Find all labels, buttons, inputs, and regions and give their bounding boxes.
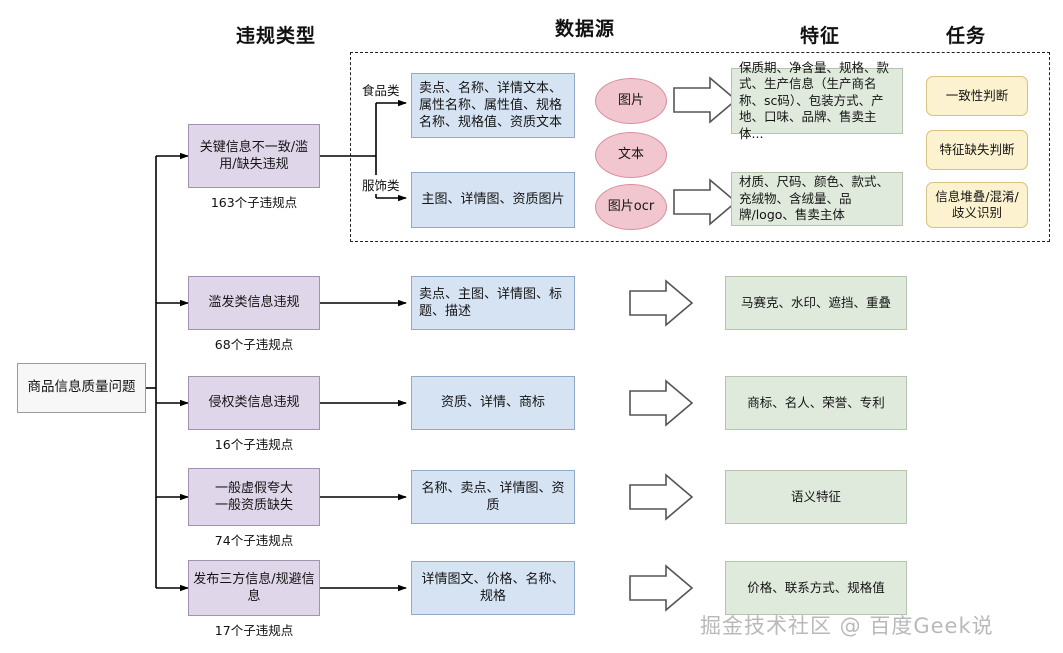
media-ellipse-image-ocr-label: 图片ocr [607,199,655,215]
column-heading-feature: 特征 [799,25,840,47]
block-arrow-5 [629,473,694,521]
feature-node-2-label: 材质、尺码、颜色、款式、充绒物、含绒量、品牌/logo、售卖主体 [739,174,890,223]
violation-node-2[interactable]: 滥发类信息违规 [188,276,320,330]
violation-node-2-label: 滥发类信息违规 [208,295,300,311]
block-arrow-3 [629,279,694,327]
feature-node-5-label: 语义特征 [790,488,841,504]
violation-subcount-5: 17个子违规点 [214,623,294,638]
block-arrow-4 [629,379,694,427]
task-node-missing-feature-label: 特征缺失判断 [939,141,1015,157]
source-node-5-label: 名称、卖点、详情图、资质 [421,480,565,513]
feature-node-6-label: 价格、联系方式、规格值 [747,579,885,595]
source-node-6-label: 详情图文、价格、名称、规格 [421,571,565,604]
task-node-consistency[interactable]: 一致性判断 [926,76,1028,116]
task-node-ambiguity-label: 信息堆叠/混淆/歧义识别 [935,188,1019,221]
violation-subcount-2: 68个子违规点 [214,337,294,352]
feature-node-3-label: 马赛克、水印、遮挡、重叠 [740,294,891,310]
block-arrow-6 [629,564,694,612]
feature-node-1-label: 保质期、净含量、规格、款式、生产信息（生产商名称、sc码）、包装方式、产地、口味… [739,59,890,141]
violation-node-4-label: 一般虚假夸大 一般资质缺失 [214,480,293,513]
violation-node-4[interactable]: 一般虚假夸大 一般资质缺失 [188,468,320,526]
violation-node-3[interactable]: 侵权类信息违规 [188,376,320,430]
media-ellipse-image[interactable]: 图片 [595,78,667,124]
edge-label-apparel: 服饰类 [361,175,401,194]
source-node-6[interactable]: 详情图文、价格、名称、规格 [411,561,575,615]
watermark-text: 掘金技术社区 @ 百度Geek说 [700,614,994,638]
violation-node-5-label: 发布三方信息/规避信息 [193,571,315,604]
source-node-5[interactable]: 名称、卖点、详情图、资质 [411,470,575,524]
feature-node-4[interactable]: 商标、名人、荣誉、专利 [725,376,907,430]
violation-subcount-4: 74个子违规点 [214,533,294,548]
edge-label-food: 食品类 [361,80,401,99]
source-node-2-label: 主图、详情图、资质图片 [421,192,565,208]
feature-node-3[interactable]: 马赛克、水印、遮挡、重叠 [725,276,907,330]
task-node-consistency-label: 一致性判断 [945,87,1009,103]
feature-node-4-label: 商标、名人、荣誉、专利 [747,394,885,410]
violation-subcount-3: 16个子违规点 [214,437,294,452]
media-ellipse-text-label: 文本 [617,147,644,163]
feature-node-1[interactable]: 保质期、净含量、规格、款式、生产信息（生产商名称、sc码）、包装方式、产地、口味… [731,60,903,141]
violation-node-1[interactable]: 关键信息不一致/滥用/缺失违规 [188,124,320,188]
column-heading-data-source: 数据源 [554,18,615,40]
source-node-3[interactable]: 卖点、主图、详情图、标题、描述 [411,276,575,330]
root-node[interactable]: 商品信息质量问题 [17,363,146,413]
media-ellipse-image-ocr[interactable]: 图片ocr [595,184,667,230]
media-ellipse-text[interactable]: 文本 [595,132,667,178]
source-node-1[interactable]: 卖点、名称、详情文本、属性名称、属性值、规格名称、规格值、资质文本 [411,73,575,138]
feature-node-2[interactable]: 材质、尺码、颜色、款式、充绒物、含绒量、品牌/logo、售卖主体 [731,172,903,226]
media-ellipse-image-label: 图片 [617,93,644,109]
violation-node-1-label: 关键信息不一致/滥用/缺失违规 [199,139,309,172]
violation-node-3-label: 侵权类信息违规 [208,395,300,411]
violation-subcount-1: 163个子违规点 [210,195,298,210]
task-node-missing-feature[interactable]: 特征缺失判断 [926,130,1028,170]
source-node-4[interactable]: 资质、详情、商标 [411,376,575,430]
source-node-4-label: 资质、详情、商标 [440,395,545,411]
column-heading-violation-type: 违规类型 [235,25,316,47]
column-heading-task: 任务 [945,25,986,47]
source-node-2[interactable]: 主图、详情图、资质图片 [411,172,575,228]
source-node-3-label: 卖点、主图、详情图、标题、描述 [419,286,563,319]
violation-node-5[interactable]: 发布三方信息/规避信息 [188,560,320,616]
task-node-ambiguity[interactable]: 信息堆叠/混淆/歧义识别 [926,182,1028,228]
feature-node-6[interactable]: 价格、联系方式、规格值 [725,561,907,615]
food-apparel-group-outline [350,52,1050,242]
source-node-1-label: 卖点、名称、详情文本、属性名称、属性值、规格名称、规格值、资质文本 [419,80,563,131]
feature-node-5[interactable]: 语义特征 [725,470,907,524]
